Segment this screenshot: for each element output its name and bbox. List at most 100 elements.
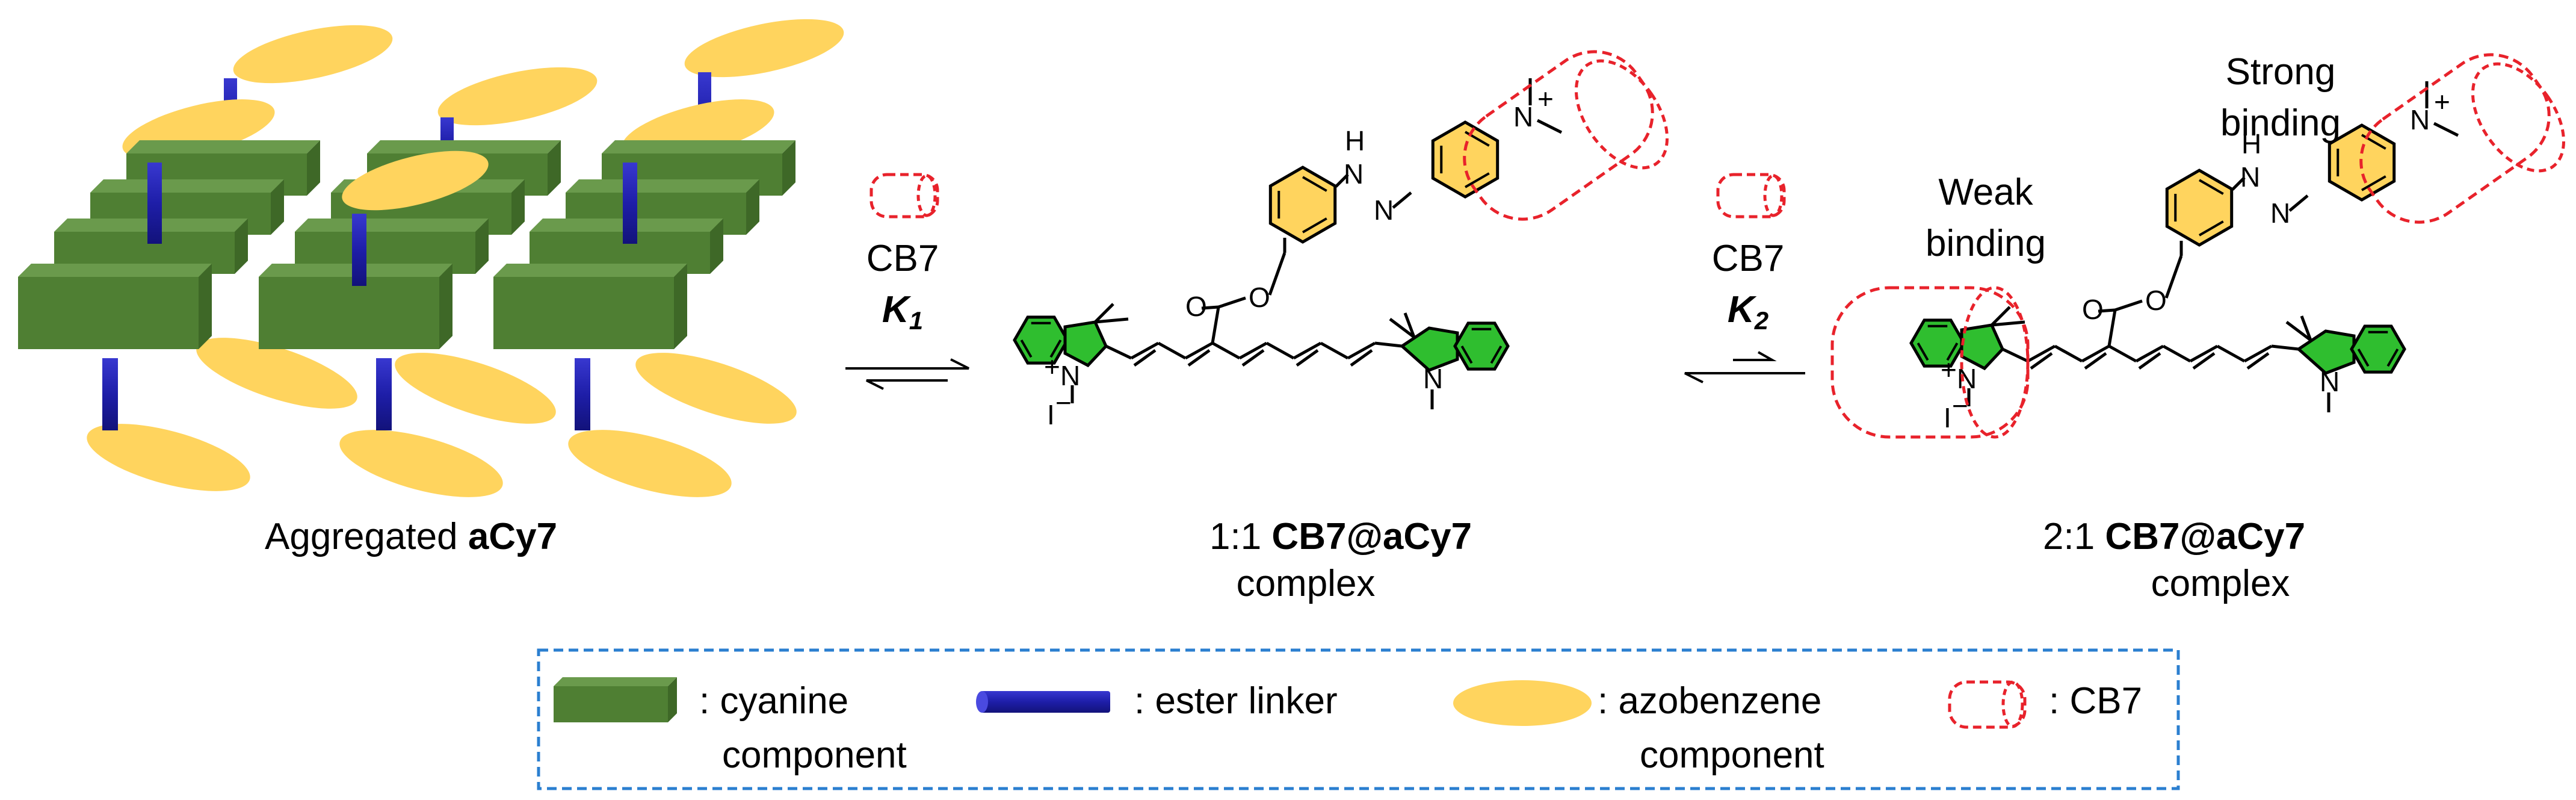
legend-linker-text: : ester linker xyxy=(1134,680,1338,722)
bond xyxy=(1392,191,1412,209)
weak-binding-line2: binding xyxy=(1926,223,2046,264)
bond xyxy=(1320,341,1349,360)
bond xyxy=(1095,317,1129,324)
bond xyxy=(1335,173,1349,188)
bond xyxy=(2098,308,2116,313)
forward-arrow xyxy=(845,358,969,370)
bond xyxy=(1184,341,1214,360)
strong-binding-line1: Strong xyxy=(2226,51,2336,93)
bond xyxy=(2001,347,2029,363)
indolium-right: N xyxy=(2285,315,2406,412)
bond xyxy=(1130,341,1160,360)
bond xyxy=(1241,349,1265,367)
azobenzene-ellipse xyxy=(339,430,503,497)
bond xyxy=(2433,122,2459,137)
bond xyxy=(1403,312,1416,338)
n-label: N xyxy=(2320,366,2340,397)
bond xyxy=(2081,344,2110,363)
ester-linker-rod xyxy=(575,358,590,430)
step2-constant: K2 xyxy=(1728,289,1768,335)
aggregate-label: Aggregated aCy7 xyxy=(265,516,557,557)
bond xyxy=(2246,352,2270,370)
double-bond xyxy=(1946,342,1959,361)
bond xyxy=(1201,305,1219,310)
legend-cb7-swatch xyxy=(1948,680,2027,729)
bond xyxy=(2189,344,2219,363)
azobenzene-ellipse xyxy=(395,353,556,424)
double-bond xyxy=(1302,176,1327,192)
bond xyxy=(1350,349,1373,367)
bond xyxy=(2135,344,2164,363)
bond xyxy=(1347,341,1376,360)
bond xyxy=(1218,296,1246,309)
legend-azobenzene-swatch xyxy=(1453,680,1592,726)
legend-cb7-text: : CB7 xyxy=(2049,680,2142,722)
bond xyxy=(1211,306,1220,344)
complex21-label: 2:1 CB7@aCy7 xyxy=(2043,516,2305,557)
bond xyxy=(1157,341,1187,360)
double-bond xyxy=(1460,345,1473,364)
ester-o-label: O xyxy=(2145,285,2167,316)
minus-label: − xyxy=(1952,390,1968,421)
bond xyxy=(2216,344,2246,363)
azobenzene-ellipse xyxy=(87,424,250,491)
bond xyxy=(1094,303,1114,323)
bond xyxy=(1133,349,1157,367)
double-bond xyxy=(1302,217,1327,234)
five-ring xyxy=(1063,320,1108,368)
cb7-rim xyxy=(1763,174,1784,217)
complex11-label: 1:1 CB7@aCy7 xyxy=(1209,516,1472,557)
double-bond xyxy=(1020,339,1033,358)
bond xyxy=(1187,349,1211,367)
bond xyxy=(1536,119,1563,134)
bond xyxy=(1268,252,1286,296)
double-bond xyxy=(1049,339,1062,358)
minus-label: − xyxy=(1055,387,1072,418)
azobenzene-ellipse xyxy=(437,67,598,126)
carbonyl-o-label: O xyxy=(1185,291,1207,322)
cyanine-box xyxy=(18,264,212,349)
cb7-icon xyxy=(1716,173,1786,219)
step1-reagent: CB7 xyxy=(866,238,939,279)
plus-label: + xyxy=(1941,354,1957,385)
n-plus-label: N xyxy=(1957,363,1977,394)
azobenzene-ellipse xyxy=(568,430,732,497)
amine-h-label: H xyxy=(1345,125,1365,157)
bond xyxy=(2231,176,2246,191)
ester-o-label: O xyxy=(1249,282,1270,313)
cb7-icon xyxy=(869,173,939,219)
bond xyxy=(2030,352,2053,370)
weak-binding-line1: Weak xyxy=(1938,172,2033,213)
double-bond xyxy=(1490,345,1503,364)
legend-azo-line2: component xyxy=(1640,734,1824,776)
bond xyxy=(2243,344,2273,363)
quat-n-label: N xyxy=(1513,101,1533,132)
cb7-strong-binding-ring xyxy=(2359,53,2566,224)
amine-h-label: H xyxy=(2241,128,2261,160)
forward-arrow xyxy=(1733,351,1777,361)
bond xyxy=(1374,341,1403,348)
legend-azo-line1: : azobenzene xyxy=(1598,680,1821,722)
plus-label: + xyxy=(1044,351,1060,382)
quat-n-label: N xyxy=(2410,104,2430,135)
benzene-ring xyxy=(1268,166,1337,244)
bond xyxy=(2288,194,2309,212)
legend-cyanine-line2: component xyxy=(722,734,907,776)
cb7-strong-binding-ring xyxy=(1463,50,1669,221)
indolium-right: N xyxy=(1389,312,1510,409)
double-bond xyxy=(1464,172,1490,188)
azobenzene-ellipse xyxy=(684,19,844,78)
aggregate-illustration xyxy=(18,19,844,497)
bond xyxy=(2300,315,2312,341)
carbonyl-o-label: O xyxy=(2082,294,2104,325)
legend: : cyanine component : ester linker : azo… xyxy=(537,648,2180,790)
bond xyxy=(1265,341,1295,360)
step1-constant: K1 xyxy=(882,289,923,335)
bond xyxy=(2084,352,2107,370)
bond xyxy=(1991,320,2025,327)
